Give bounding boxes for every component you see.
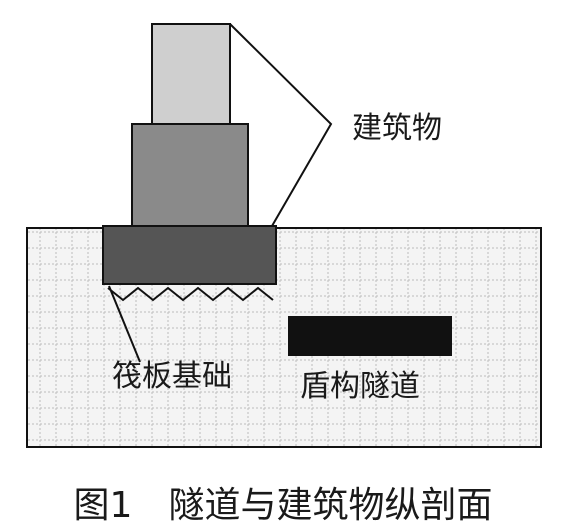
- building-leader-line: [229, 23, 333, 227]
- shield-tunnel: [288, 316, 452, 356]
- building-lower-block: [131, 123, 249, 227]
- figure-caption: 图1 隧道与建筑物纵剖面: [73, 485, 493, 526]
- shield-tunnel-label: 盾构隧道: [300, 369, 420, 404]
- foundation-teeth: [107, 286, 274, 302]
- raft-foundation: [102, 225, 277, 285]
- raft-leader-line: [108, 285, 141, 363]
- building-upper-block: [151, 23, 231, 125]
- building-label: 建筑物: [352, 111, 442, 146]
- raft-foundation-label: 筏板基础: [112, 359, 232, 394]
